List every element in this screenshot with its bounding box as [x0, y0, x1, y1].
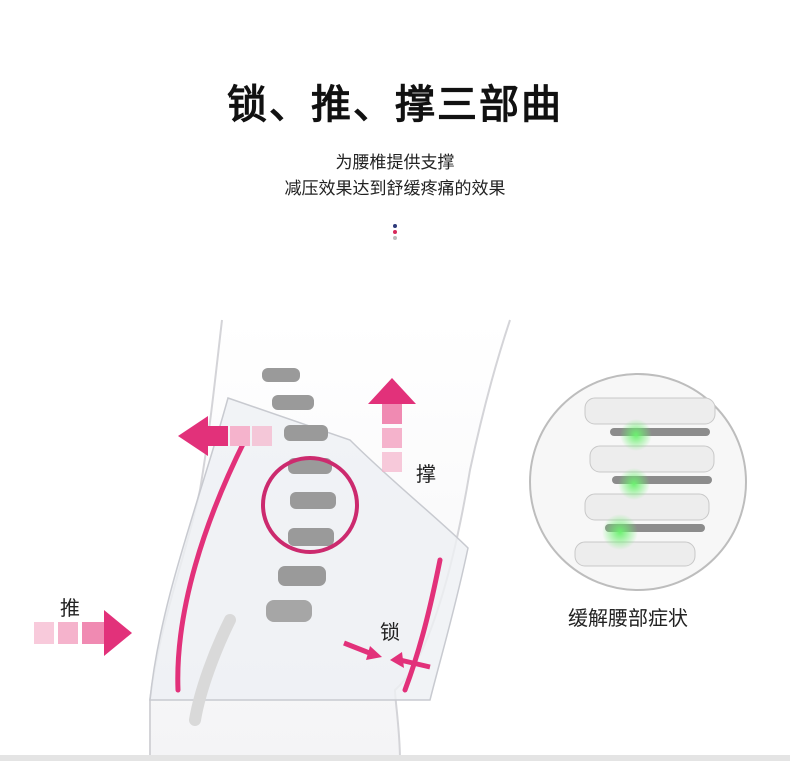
arrow-left-icon [178, 416, 272, 456]
vertebra [288, 458, 332, 474]
vertebra [284, 425, 328, 441]
spine [189, 368, 336, 726]
dot-navy [393, 224, 397, 228]
arrow-up-icon [368, 378, 416, 472]
subtitle-line-1: 为腰椎提供支撑 [335, 153, 455, 173]
label-support: 撑 [416, 462, 436, 486]
divider-dots [392, 224, 398, 242]
bottom-band [0, 755, 790, 761]
vertebra [290, 492, 336, 509]
vertebra [262, 368, 300, 382]
highlight-circle [261, 456, 359, 554]
vertebra [266, 600, 312, 622]
dot-red [393, 230, 397, 234]
subtitle-line-2: 减压效果达到舒缓疼痛的效果 [284, 179, 506, 199]
arrow-right-icon [34, 610, 132, 656]
dot-grey [393, 236, 397, 240]
vertebra [272, 395, 314, 410]
lumbar-support-illustration [0, 319, 790, 761]
label-symptom-relief: 缓解腰部症状 [568, 606, 688, 630]
page-title: 锁、推、撑三部曲 [227, 82, 563, 128]
vertebra [288, 528, 334, 546]
spine-zoom-circle-icon [529, 373, 747, 591]
label-push: 推 [60, 596, 80, 620]
lock-arrows-icon [343, 640, 431, 670]
vertebra [278, 566, 326, 586]
label-lock: 锁 [380, 620, 400, 644]
